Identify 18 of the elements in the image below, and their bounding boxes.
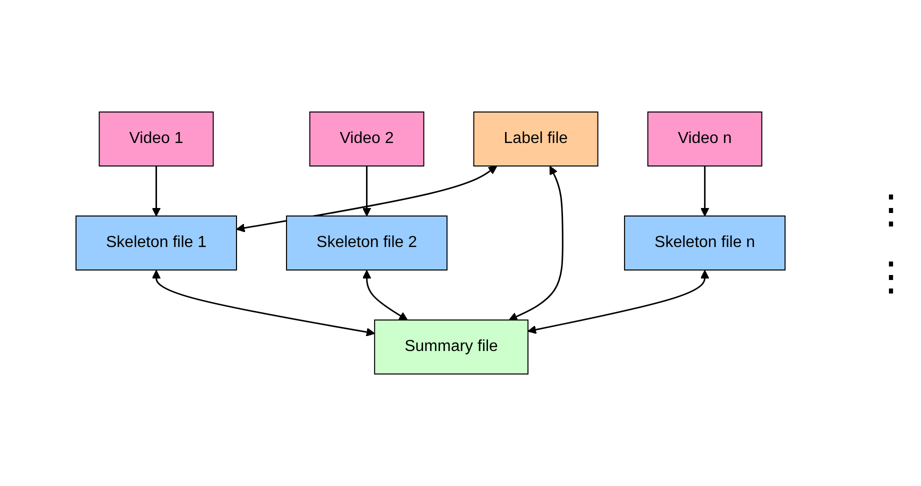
ellipsis-mark: ⋮ xyxy=(871,254,911,300)
node-box: Summary file xyxy=(374,320,528,374)
arrow xyxy=(152,270,375,336)
arrow xyxy=(152,166,161,216)
node-box: Label file xyxy=(473,112,598,166)
arrow xyxy=(700,166,710,216)
arrow xyxy=(362,166,372,216)
node-box: Skeleton file 1 xyxy=(75,216,237,270)
node-box: Video n xyxy=(647,112,762,166)
arrow xyxy=(508,166,564,321)
node-box: Video 2 xyxy=(309,112,424,166)
arrow xyxy=(362,270,408,320)
node-box: Video 1 xyxy=(98,112,214,166)
ellipsis-mark: ⋮ xyxy=(871,187,911,233)
arrow xyxy=(236,166,498,232)
node-box: Skeleton file 2 xyxy=(286,216,448,270)
arrow xyxy=(528,270,710,334)
node-box: Skeleton file n xyxy=(624,216,786,270)
